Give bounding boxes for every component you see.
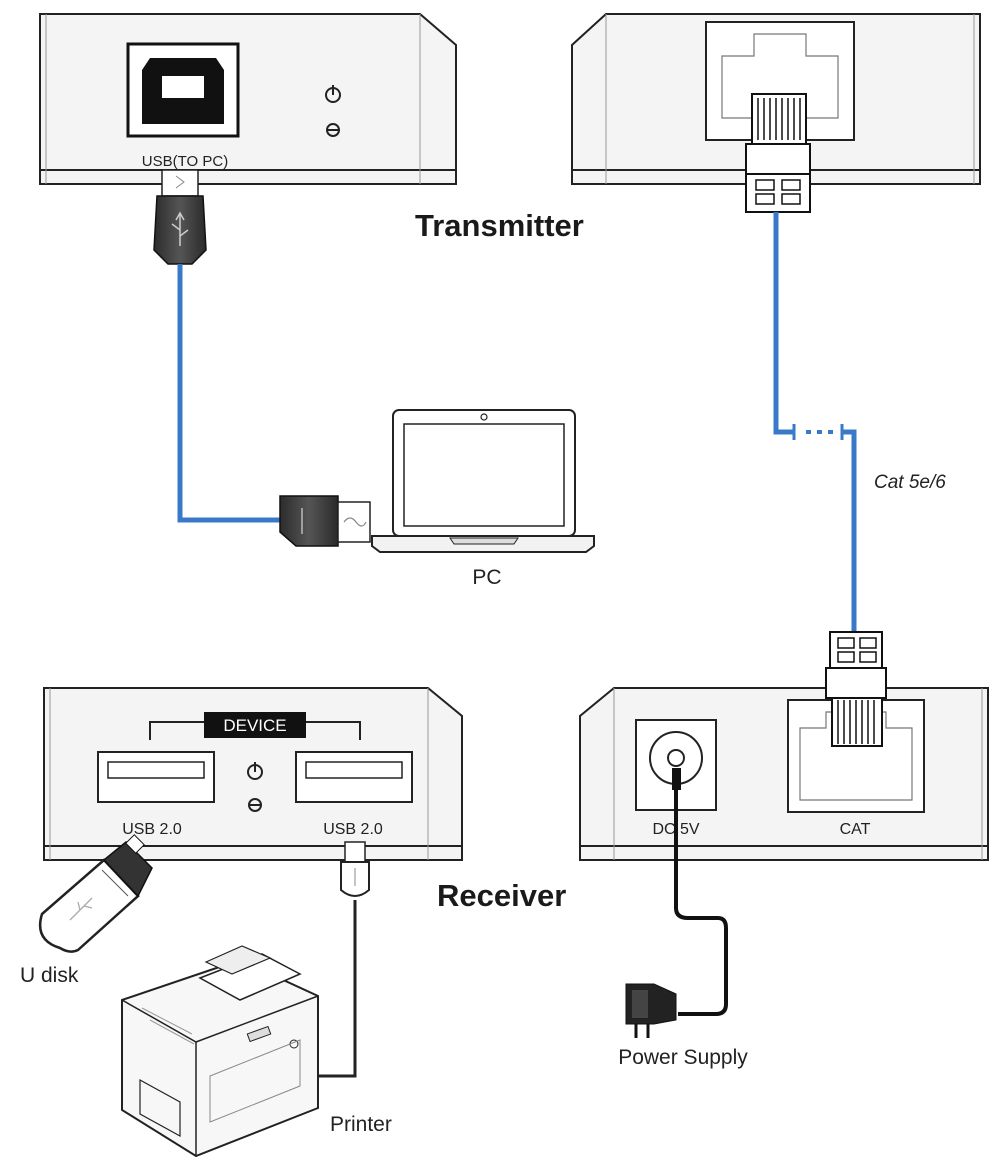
cable-label: Cat 5e/6 (874, 472, 946, 493)
printer-label: Printer (330, 1113, 392, 1136)
transmitter-title: Transmitter (415, 208, 584, 243)
rj45-plug-receiver (825, 631, 887, 747)
udisk-label: U disk (20, 964, 79, 987)
power-cable (674, 790, 728, 1016)
cat-cable (773, 212, 857, 632)
usb-a-port-1[interactable] (97, 751, 215, 803)
usb-a-plug-printer (340, 841, 370, 897)
printer-cable (318, 900, 357, 1078)
u-disk (38, 834, 153, 953)
power-supply-label: Power Supply (618, 1046, 748, 1069)
power-icon (247, 762, 263, 780)
pc-label: PC (472, 566, 501, 589)
dc-plug (672, 768, 681, 790)
usb-a-plug-pc (279, 495, 371, 547)
link-indicator-icon (248, 798, 262, 812)
printer (121, 945, 319, 1158)
power-icon (325, 85, 341, 103)
receiver-cat-panel: DC 5V CAT (579, 687, 989, 861)
usb-symbol-icon (171, 211, 189, 246)
usb-b-port[interactable] (126, 42, 240, 138)
receiver-device-panel: DEVICE USB 2.0 USB 2.0 (43, 687, 463, 861)
usb-b-plug (153, 169, 207, 265)
transmitter-usb-panel: USB(TO PC) (39, 13, 457, 185)
receiver-title: Receiver (437, 878, 566, 913)
power-adapter (625, 983, 677, 1038)
link-indicator-icon (326, 123, 340, 137)
laptop-pc (371, 409, 595, 553)
usb-cable (177, 264, 282, 523)
usb-port-1-label: USB 2.0 (122, 821, 182, 838)
usb-symbol-icon (69, 897, 93, 921)
usb-to-pc-label: USB(TO PC) (142, 153, 228, 170)
transmitter-cat-panel (571, 13, 981, 185)
usb-a-port-2[interactable] (295, 751, 413, 803)
rj45-port-transmitter[interactable] (705, 21, 855, 141)
cat-label: CAT (840, 821, 871, 838)
device-label: DEVICE (223, 716, 286, 735)
rj45-plug-transmitter (745, 93, 811, 213)
usb-port-2-label: USB 2.0 (323, 821, 383, 838)
